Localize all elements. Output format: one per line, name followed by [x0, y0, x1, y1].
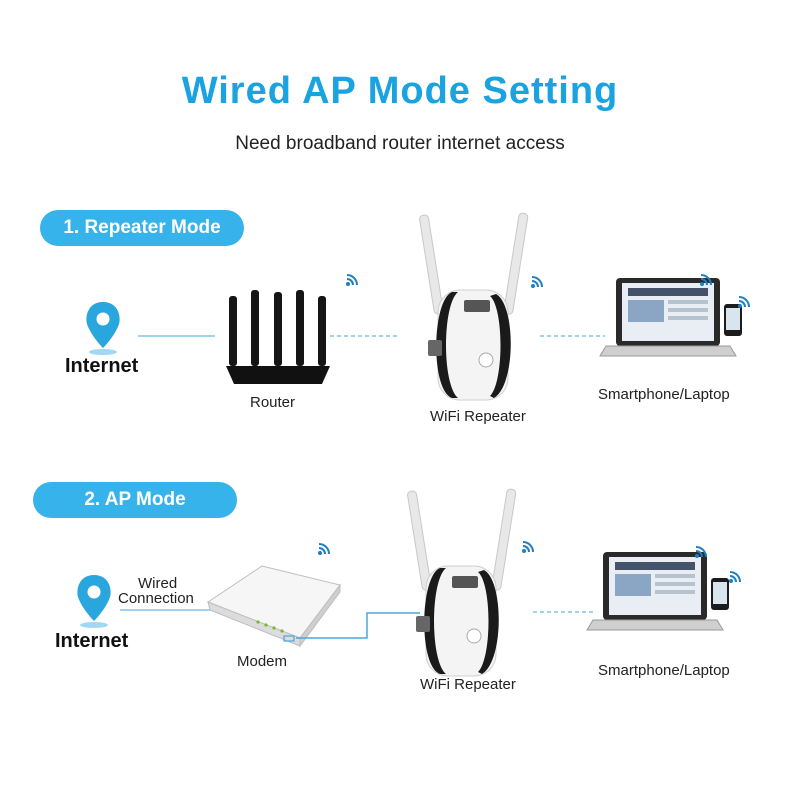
router-label: Router [250, 394, 296, 411]
page-title: Wired AP Mode Setting [181, 70, 619, 112]
page-subtitle: Need broadband router internet access [235, 133, 565, 154]
wifi-signal-icon [728, 571, 741, 584]
laptop-smartphone-icon [599, 277, 743, 357]
internet-label: Internet [65, 355, 139, 377]
modem-label: Modem [237, 653, 288, 670]
ap-mode-badge: 2. AP Mode [33, 482, 237, 518]
wifi-signal-icon [345, 274, 358, 287]
internet-pin-icon [77, 575, 111, 628]
internet-label: Internet [55, 630, 129, 652]
internet-pin-icon [86, 302, 120, 355]
laptop-smartphone-icon [586, 551, 730, 631]
router-icon [226, 290, 330, 384]
wifi-signal-icon [737, 296, 750, 309]
repeater-label: WiFi Repeater [430, 408, 526, 425]
client-label: Smartphone/Laptop [598, 386, 730, 403]
client-label: Smartphone/Laptop [598, 662, 730, 679]
wired-connection-label-line2: Connection [118, 590, 194, 607]
wifi-signal-icon [317, 543, 330, 556]
ethernet-cable-link [296, 612, 420, 639]
wifi-repeater-icon [406, 488, 517, 677]
wifi-repeater-icon [418, 212, 529, 401]
modem-icon [206, 565, 341, 648]
repeater-label: WiFi Repeater [420, 676, 516, 693]
wifi-signal-icon [530, 276, 543, 289]
repeater-mode-badge: 1. Repeater Mode [40, 210, 244, 246]
wired-connection-label-line1: Wired [138, 575, 178, 592]
wifi-signal-icon [521, 541, 534, 554]
